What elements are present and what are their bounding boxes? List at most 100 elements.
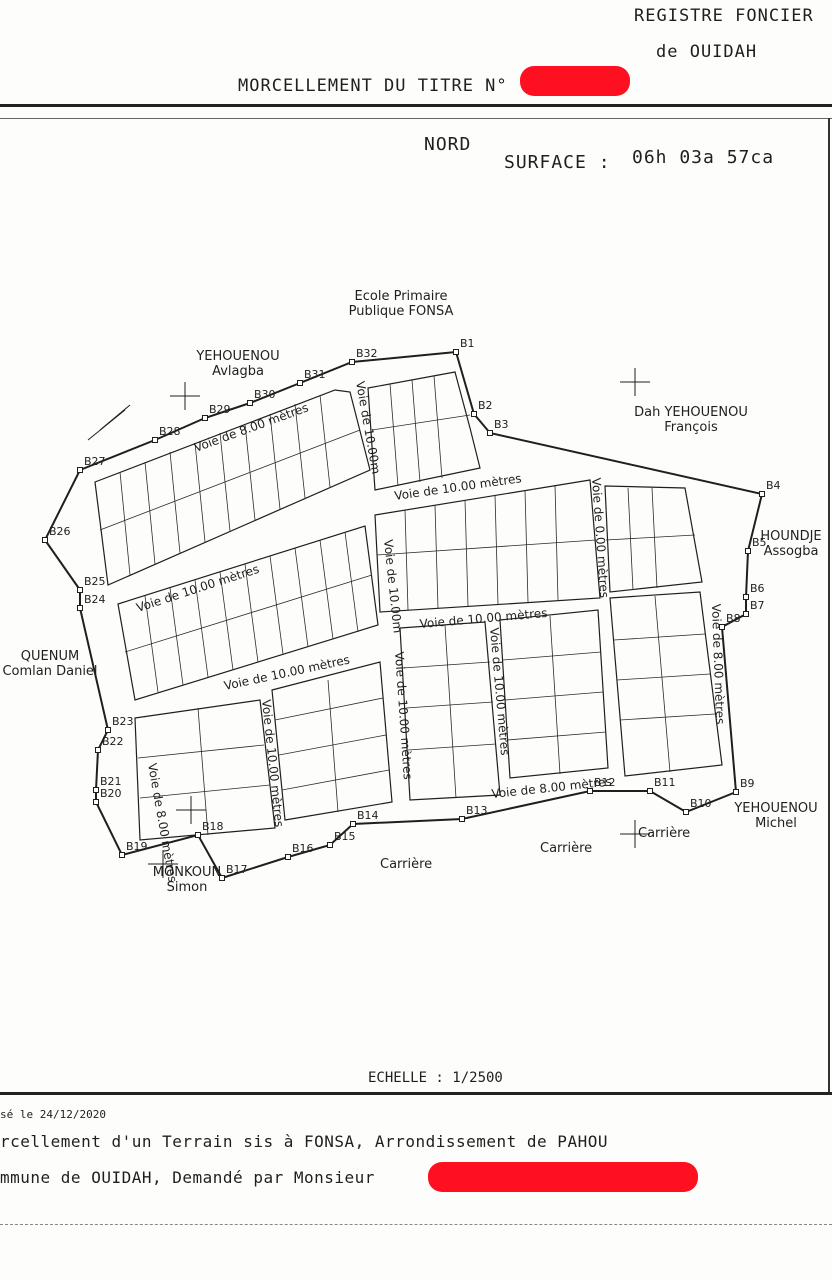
parcel-plan: Voie de 8.00 mètres Voie de 10.00 mètres… <box>42 349 765 883</box>
boundary-point-label: B12 <box>594 776 616 789</box>
boundary-point-marker <box>683 809 689 815</box>
boundary-point-label: B17 <box>226 863 248 876</box>
neighbor-carriere: Carrière <box>540 841 593 856</box>
boundary-point-label: B1 <box>460 337 475 350</box>
boundary-point-marker <box>297 380 303 386</box>
scale-label: ECHELLE : 1/2500 <box>368 1070 503 1086</box>
neighbor-yehouenou-michel: YEHOUENOU Michel <box>730 801 822 832</box>
boundary-point-marker <box>349 359 355 365</box>
cross-marks <box>87 368 650 878</box>
boundary-point-marker <box>93 799 99 805</box>
neighbor-school: Ecole Primaire Publique FONSA <box>338 289 464 320</box>
boundary-point-label: B28 <box>159 425 181 438</box>
neighbor-label: Dah YEHOUENOU <box>634 405 748 420</box>
boundary-point-label: B31 <box>304 368 326 381</box>
neighbor-label: François <box>664 419 718 435</box>
boundary-point-label: B30 <box>254 388 276 401</box>
boundary-point-marker <box>95 747 101 753</box>
neighbor-monkoun: MONKOUN Simon <box>140 865 234 896</box>
road-label: Voie de 0.00 mètres <box>589 477 611 598</box>
block-w <box>117 525 379 701</box>
boundary-point-marker <box>459 816 465 822</box>
boundary-point-label: B19 <box>126 840 148 853</box>
boundary-point-marker <box>119 852 125 858</box>
neighbor-label: Ecole Primaire <box>354 289 448 304</box>
block-sw <box>134 699 276 841</box>
neighbor-label: YEHOUENOU <box>196 349 280 364</box>
boundary-point-marker <box>247 400 253 406</box>
boundary-point-marker <box>743 611 749 617</box>
block-nw <box>94 389 371 586</box>
boundary-point-marker <box>487 430 493 436</box>
boundary-point-marker <box>587 788 593 794</box>
boundary-point-label: B3 <box>494 418 509 431</box>
neighbor-dah-yehouenou: Dah YEHOUENOU François <box>626 405 756 436</box>
boundary-point-marker <box>745 548 751 554</box>
boundary-point-label: B16 <box>292 842 314 855</box>
boundary-point-label: B2 <box>478 399 493 412</box>
boundary-point-label: B14 <box>357 809 379 822</box>
boundary-point-label: B20 <box>100 787 122 800</box>
neighbor-houndje: HOUNDJE Assogba <box>756 529 826 560</box>
boundary-point-label: B25 <box>84 575 106 588</box>
bottom-rule <box>0 1092 832 1095</box>
road-label: Voie de 10.00 mètres <box>223 653 351 693</box>
neighbor-carriere: Carrière <box>638 826 691 841</box>
neighbor-label: Simon <box>166 879 208 895</box>
boundary-point-label: B15 <box>334 830 356 843</box>
neighbor-quenum: QUENUM Comlan Daniel <box>0 649 100 680</box>
registry-title: REGISTRE FONCIER <box>634 6 814 26</box>
boundary-point-label: B21 <box>100 775 122 788</box>
boundary-point-label: B10 <box>690 797 712 810</box>
boundary-point-label: B26 <box>49 525 71 538</box>
surface-value: 06h 03a 57ca <box>632 147 775 168</box>
block-s2 <box>399 621 501 801</box>
boundary-point-label: B13 <box>466 804 488 817</box>
boundary-point-marker <box>350 821 356 827</box>
right-frame <box>828 118 830 1092</box>
boundary-point-label: B29 <box>209 403 231 416</box>
boundary-point-marker <box>93 787 99 793</box>
boundary-point-marker <box>285 854 291 860</box>
boundary-point-label: B23 <box>112 715 134 728</box>
road-label: Voie de 10.00m <box>353 380 383 475</box>
boundary-point-marker <box>743 594 749 600</box>
footer-date: sé le 24/12/2020 <box>0 1108 106 1121</box>
footer-line2: mmune de OUIDAH, Demandé par Monsieur <box>0 1168 375 1187</box>
block-e <box>604 485 703 593</box>
boundary-point-label: B8 <box>726 612 741 625</box>
block-s1 <box>271 661 393 821</box>
block-se <box>609 591 723 777</box>
neighbor-label: QUENUM <box>20 649 80 664</box>
boundary-point-marker <box>77 605 83 611</box>
road-label: Voie de 10.00 mètres <box>392 651 415 780</box>
lot-lines <box>99 375 716 836</box>
road-label: Voie de 10.00 mètres <box>419 606 548 631</box>
boundary-point-marker <box>42 537 48 543</box>
neighbor-label: YEHOUENOU <box>734 801 818 816</box>
neighbor-label: MONKOUN <box>152 865 222 880</box>
road-label: Voie de 10.00 mètres <box>135 562 261 615</box>
redaction-mark <box>428 1162 698 1192</box>
boundary-point-marker <box>202 415 208 421</box>
registry-city: de OUIDAH <box>656 42 758 62</box>
road-label: Voie de 8.00 mètres <box>709 604 727 725</box>
boundary-point-label: B27 <box>84 455 106 468</box>
neighbor-label: Michel <box>755 815 797 831</box>
boundary-point-marker <box>647 788 653 794</box>
boundary-point-label: B9 <box>740 777 755 790</box>
boundary-point-marker <box>195 832 201 838</box>
document-title: MORCELLEMENT DU TITRE N° <box>238 76 508 96</box>
boundary-point-marker <box>453 349 459 355</box>
boundary-point-label: B4 <box>766 479 781 492</box>
block-s3 <box>499 609 609 779</box>
top-rule-thin <box>0 118 832 119</box>
boundary-point-label: B7 <box>750 599 765 612</box>
boundary-point-label: B22 <box>102 735 124 748</box>
boundary-point-marker <box>733 789 739 795</box>
footer-rule <box>0 1224 832 1225</box>
block-n <box>367 371 481 491</box>
boundary-point-marker <box>77 587 83 593</box>
neighbor-carriere: Carrière <box>380 857 433 872</box>
boundary-point-marker <box>77 467 83 473</box>
